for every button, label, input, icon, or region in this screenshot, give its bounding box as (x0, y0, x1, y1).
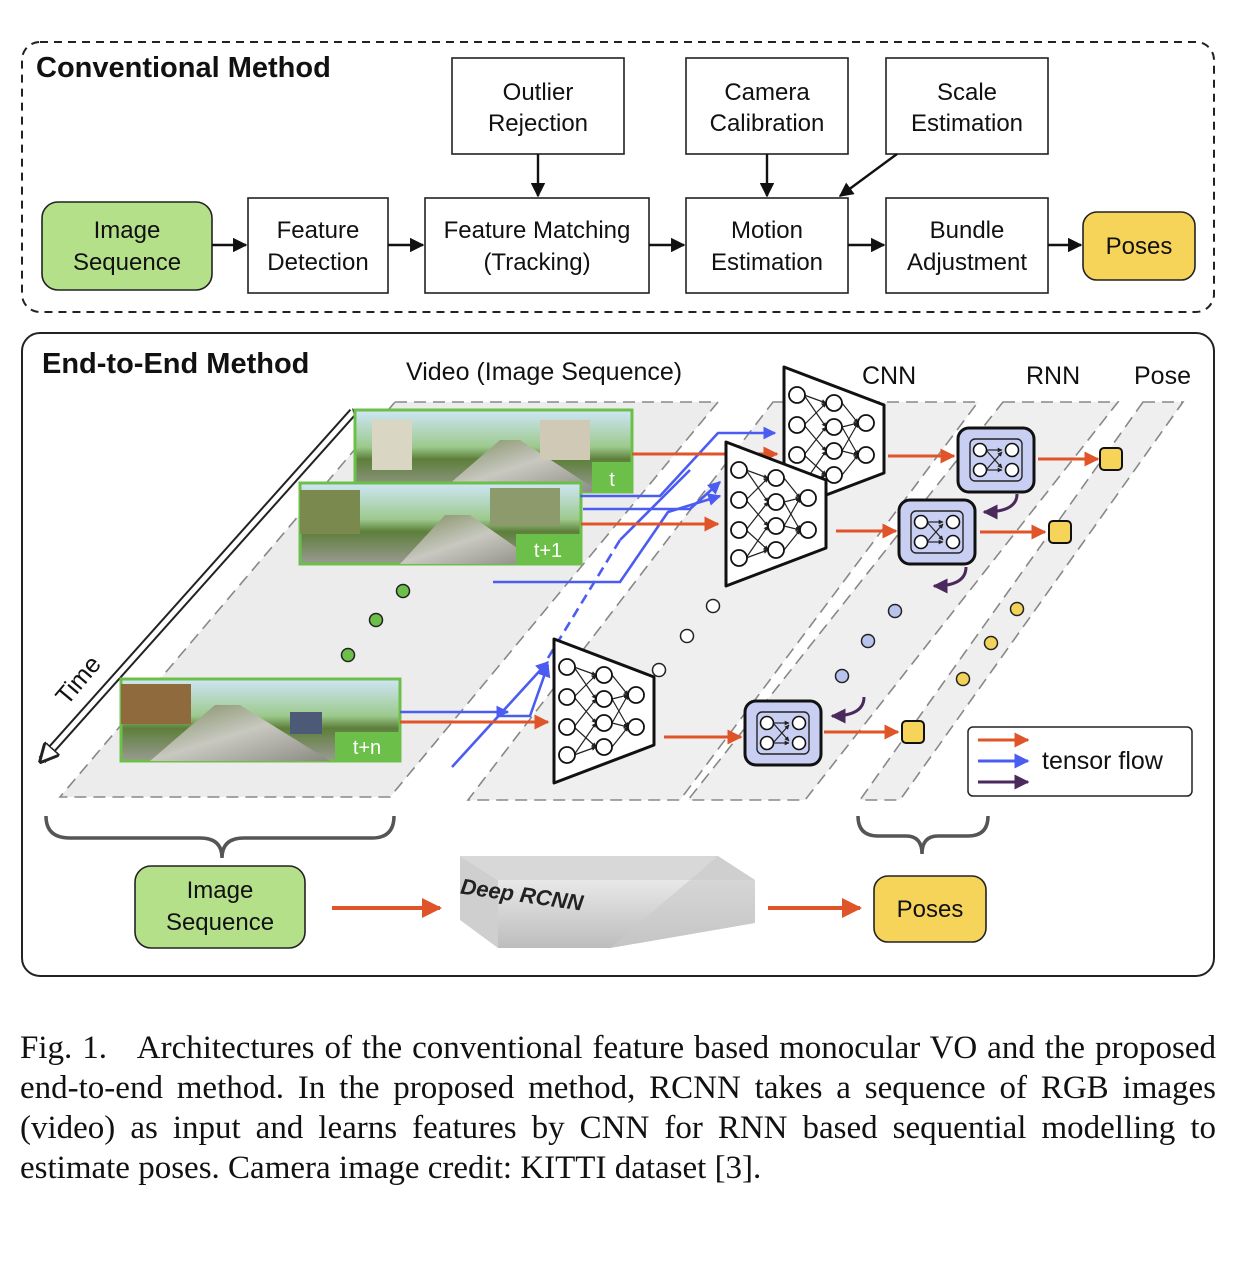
figure-caption: Fig. 1. Architectures of the conventiona… (20, 1028, 1216, 1188)
video-brace (44, 815, 396, 859)
image-sequence-bottom-label-1: Image (187, 877, 254, 904)
bundle-adjustment-label-2: Adjustment (907, 249, 1027, 276)
end-to-end-method-panel: End-to-End Method Video (Image Sequence)… (21, 332, 1215, 977)
pose-output-t (1099, 447, 1123, 471)
scale-estimation-box: Scale Estimation (885, 57, 1049, 155)
legend-label: tensor flow (1042, 747, 1164, 775)
frame-t-label: t (609, 469, 615, 491)
feature-detection-box: Feature Detection (247, 197, 389, 294)
poses-box-top: Poses (1082, 211, 1196, 281)
feature-matching-box: Feature Matching (Tracking) (424, 197, 650, 294)
image-sequence-bottom-label-2: Sequence (166, 909, 274, 936)
motion-estimation-label-2: Estimation (711, 249, 823, 276)
frame-t: t (353, 408, 634, 494)
blue-link (619, 469, 691, 541)
ellipsis-dots (340, 583, 1025, 687)
conventional-arrows (212, 153, 1083, 253)
rnn-cell-t (958, 428, 1034, 492)
blue-dashed-link (546, 539, 622, 659)
frame-t1-label: t+1 (534, 540, 562, 562)
frame-t1: t+1 (298, 481, 583, 566)
camera-calibration-box: Camera Calibration (685, 57, 849, 155)
scale-estimation-label-2: Estimation (911, 110, 1023, 137)
camera-calibration-label-1: Camera (724, 79, 810, 106)
cnn-label: CNN (862, 362, 916, 390)
feature-matching-label-2: (Tracking) (483, 249, 590, 276)
conventional-method-panel: Conventional Method Outlier Rejection Ca… (21, 41, 1215, 313)
image-sequence-box-bottom: Image Sequence (134, 865, 306, 949)
frame-tn-label: t+n (353, 737, 381, 759)
feature-matching-label-1: Feature Matching (444, 217, 631, 244)
outlier-rejection-box: Outlier Rejection (451, 57, 625, 155)
bundle-adjustment-label-1: Bundle (930, 217, 1005, 244)
poses-bottom-label: Poses (897, 896, 964, 923)
camera-calibration-label-2: Calibration (710, 110, 825, 137)
rnn-brace (856, 815, 990, 855)
rnn-cell-t1 (899, 500, 975, 564)
image-sequence-label-2: Sequence (73, 249, 181, 276)
rnn-cell-tn (745, 701, 821, 765)
caption-fig-number: Fig. 1. (20, 1030, 107, 1066)
outlier-rejection-label-2: Rejection (488, 110, 588, 137)
pose-output-tn (901, 720, 925, 744)
architecture-diagram: Conventional Method Outlier Rejection Ca… (21, 41, 1215, 977)
end-to-end-method-title: End-to-End Method (42, 348, 309, 380)
bundle-adjustment-box: Bundle Adjustment (885, 197, 1049, 294)
deep-rcnn-block: Deep RCNN (459, 856, 755, 948)
frame-tn: t+n (119, 677, 402, 763)
scale-estimation-label-1: Scale (937, 79, 997, 106)
conventional-method-title: Conventional Method (36, 52, 331, 84)
feature-detection-label-1: Feature (277, 217, 360, 244)
caption-text: Architectures of the conventional featur… (20, 1030, 1216, 1186)
poses-box-bottom: Poses (873, 875, 987, 943)
orange-flow-arrows (400, 446, 1100, 745)
pose-label: Pose (1134, 362, 1191, 390)
purple-recurrent-arrows (830, 493, 1019, 724)
pose-plane (858, 401, 1185, 801)
image-sequence-label-1: Image (94, 217, 161, 244)
blue-flow-arrows (400, 426, 777, 768)
motion-estimation-label-1: Motion (731, 217, 803, 244)
feature-detection-label-2: Detection (267, 249, 368, 276)
image-sequence-box-top: Image Sequence (41, 201, 213, 291)
pose-output-t1 (1048, 520, 1072, 544)
rnn-label: RNN (1026, 362, 1080, 390)
motion-estimation-box: Motion Estimation (685, 197, 849, 294)
outlier-rejection-label-1: Outlier (503, 79, 574, 106)
legend: tensor flow (967, 726, 1193, 797)
video-label: Video (Image Sequence) (406, 358, 682, 386)
poses-label-top: Poses (1106, 233, 1173, 260)
